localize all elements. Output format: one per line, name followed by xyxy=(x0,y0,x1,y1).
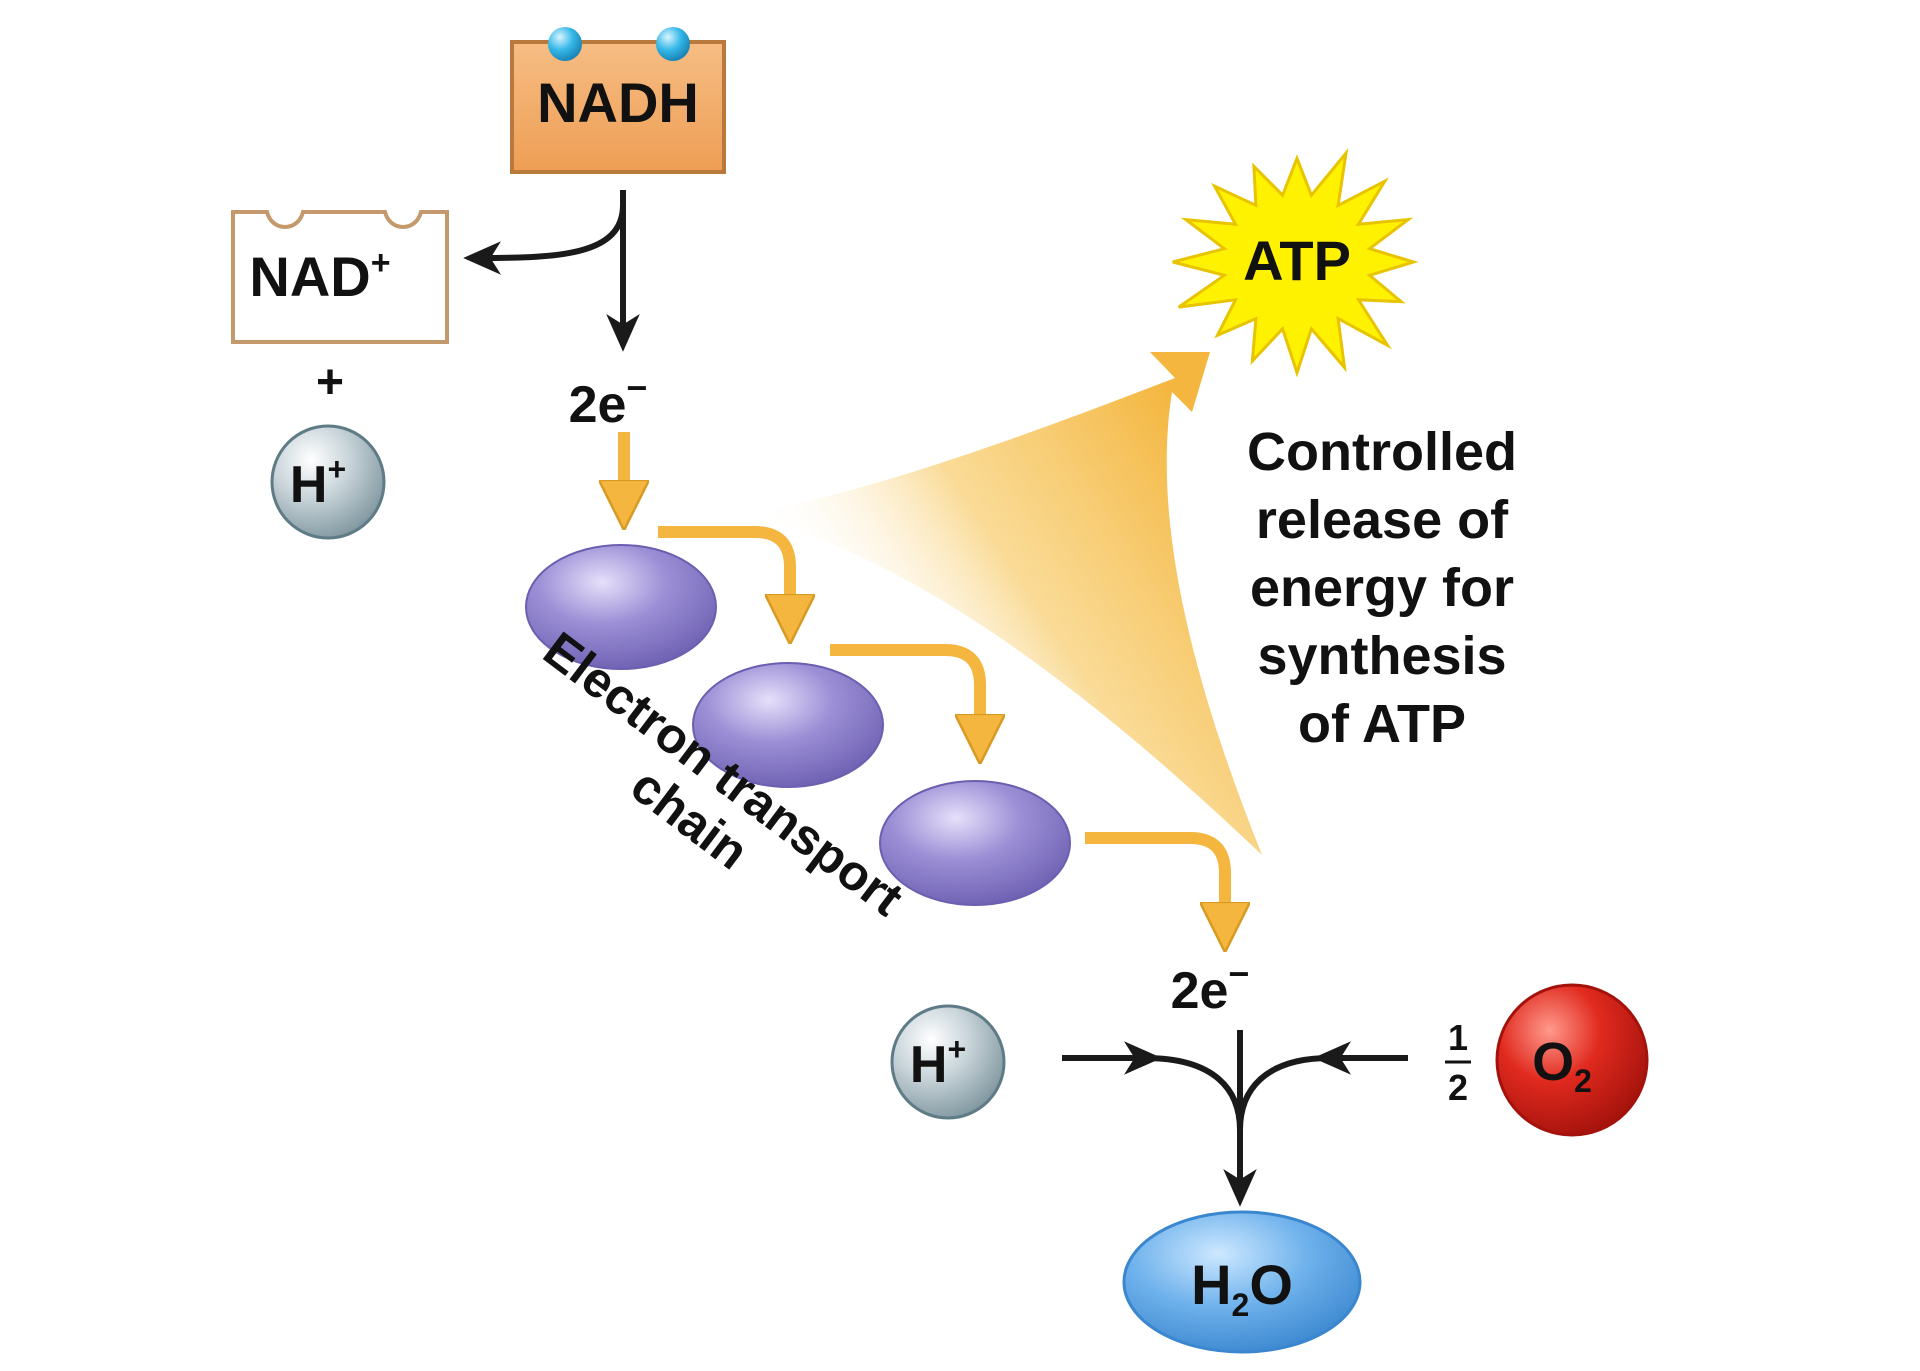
hydrogen-ion-bottom: H+ xyxy=(890,1004,1006,1120)
svg-text:1: 1 xyxy=(1448,1017,1468,1058)
gold-arrow-2 xyxy=(658,526,790,614)
gold-arrow-4 xyxy=(1085,832,1225,922)
nad-plus-label: NAD+ xyxy=(249,244,390,308)
hydrogen-ion-top: H+ xyxy=(270,424,386,540)
energy-release-arrow xyxy=(745,352,1262,855)
svg-text:O2: O2 xyxy=(1532,1032,1592,1099)
electron-flow-arrows xyxy=(624,432,1225,922)
energy-note-line-5: of ATP xyxy=(1298,694,1466,754)
svg-text:2: 2 xyxy=(1448,1067,1468,1108)
svg-text:H+: H+ xyxy=(290,451,346,514)
electron-pair-bottom: 2e− xyxy=(1171,953,1250,1020)
nadh-box: NADH xyxy=(510,27,726,174)
carrier-2 xyxy=(692,662,884,788)
nadh-label: NADH xyxy=(537,71,699,134)
energy-note-line-3: energy for xyxy=(1250,558,1514,618)
atp-burst: ATP xyxy=(1172,148,1419,378)
svg-text:H+: H+ xyxy=(910,1031,966,1094)
energy-note-line-1: Controlled xyxy=(1247,422,1517,482)
energy-note-line-2: release of xyxy=(1256,490,1509,550)
half-fraction: 1 2 xyxy=(1445,1017,1471,1108)
carrier-3 xyxy=(879,780,1071,906)
water-molecule: H2O xyxy=(1122,1210,1362,1354)
electron-dot xyxy=(656,27,690,61)
energy-note: Controlled release of energy for synthes… xyxy=(1247,422,1517,754)
electron-carriers xyxy=(525,544,1071,906)
energy-note-line-4: synthesis xyxy=(1257,626,1506,686)
nadh-split-arrows xyxy=(463,190,640,352)
atp-label: ATP xyxy=(1243,229,1351,292)
nad-plus-box: NAD+ xyxy=(231,210,449,344)
etc-label: Electron transport chain xyxy=(534,621,914,927)
plus-sign: + xyxy=(316,356,344,409)
electron-dot xyxy=(548,27,582,61)
svg-text:Electron transport: Electron transport xyxy=(534,621,914,927)
water-formation-arrows xyxy=(1062,1030,1408,1207)
electron-pair-top: 2e− xyxy=(569,367,648,434)
svg-text:H2O: H2O xyxy=(1191,1253,1293,1323)
oxygen-molecule: O2 xyxy=(1495,983,1649,1137)
carrier-1 xyxy=(525,544,717,670)
gold-arrow-3 xyxy=(830,644,980,734)
